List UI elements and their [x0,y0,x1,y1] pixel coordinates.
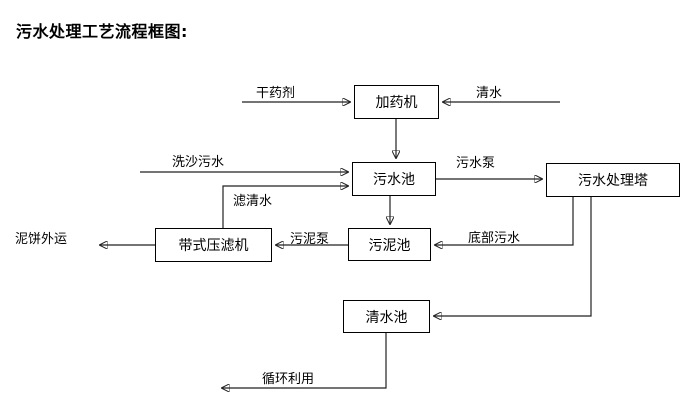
node-label: 加药机 [375,95,418,111]
label-sewage-pump: 污水泵 [456,156,496,171]
node-label: 污泥池 [368,237,411,254]
page-title: 污水处理工艺流程框图: [16,22,188,41]
label-clean-water: 清水 [476,86,503,101]
edge-treattower-to-clearpool [434,197,592,316]
edge-clearpool-to-recycle [222,333,387,388]
label-recycle-use: 循环利用 [262,372,315,387]
label-mud-cake-outbound: 泥饼外运 [15,232,68,247]
edge-treattower-to-sludgepool [435,197,574,245]
node-clear-water-pool[interactable]: 清水池 [343,300,430,333]
label-sludge-pump: 污泥泵 [290,232,330,247]
node-belt-filter-press[interactable]: 带式压滤机 [155,228,272,262]
node-label: 清水池 [365,309,408,326]
node-label: 带式压滤机 [178,238,249,254]
label-filtrate-water: 滤清水 [233,194,273,209]
label-dry-agent: 干药剂 [256,86,296,101]
node-label: 污水处理塔 [578,173,648,189]
label-wash-sand-sewage: 洗沙污水 [172,155,225,170]
node-sewage-pool[interactable]: 污水池 [352,162,436,196]
edge-beltpress-to-sewagepool [222,186,348,228]
node-label: 污水池 [373,172,415,188]
node-sludge-pool[interactable]: 污泥池 [348,228,431,261]
node-sewage-treatment-tower[interactable]: 污水处理塔 [546,163,680,197]
label-bottom-sewage: 底部污水 [468,231,521,246]
node-dosing-machine[interactable]: 加药机 [354,85,439,119]
